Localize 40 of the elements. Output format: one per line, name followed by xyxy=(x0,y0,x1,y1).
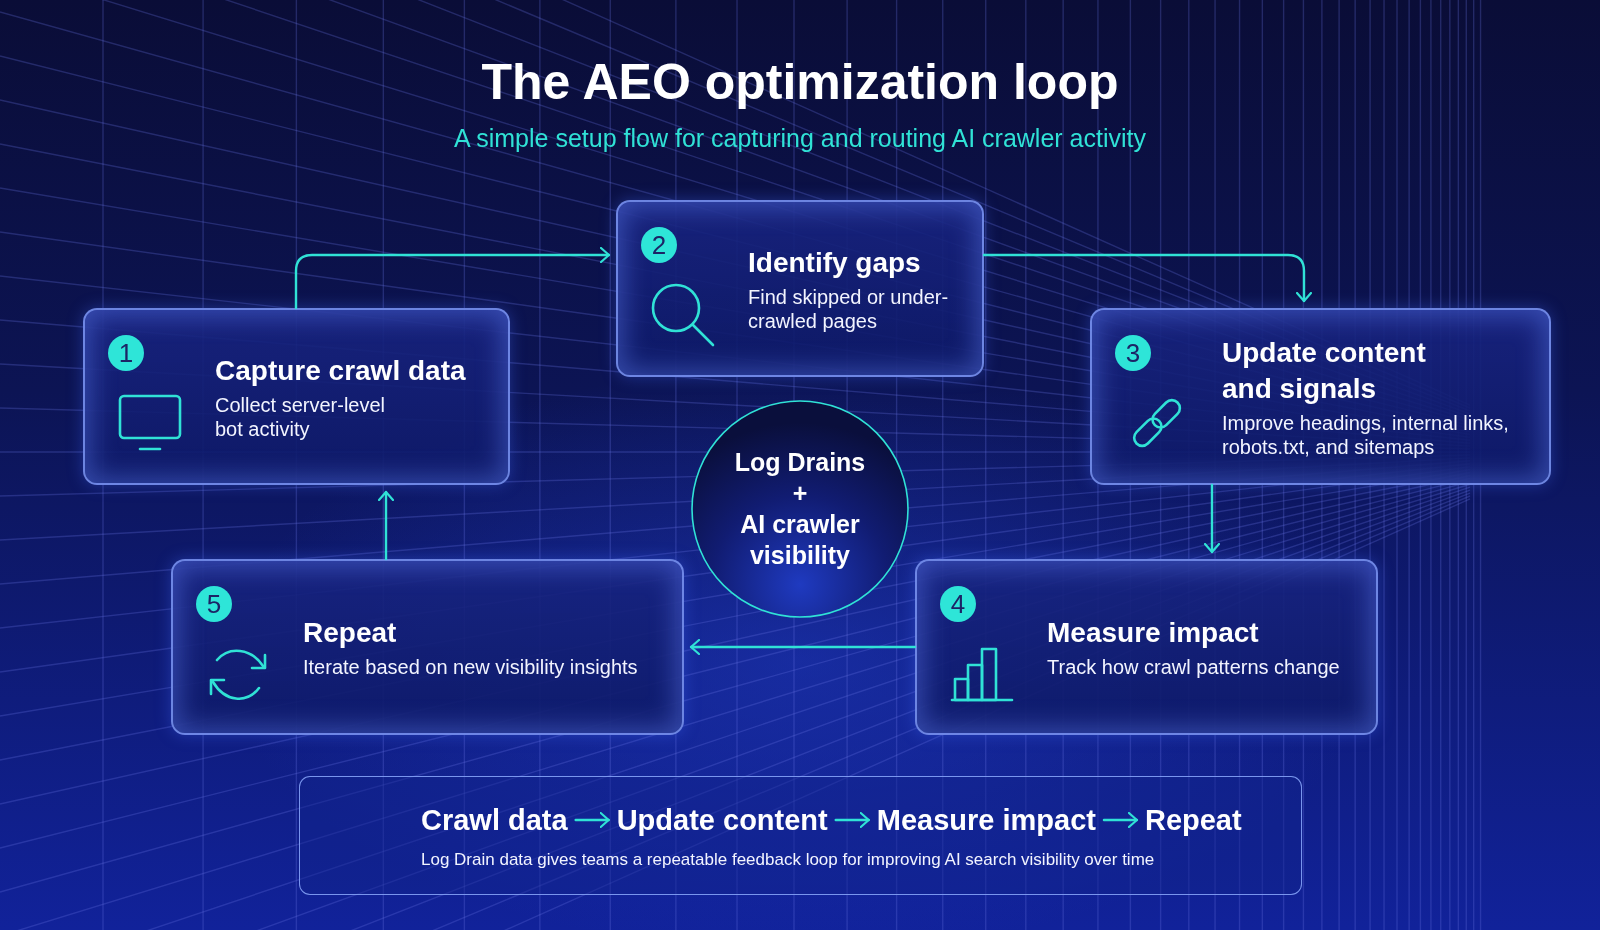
step-number: 2 xyxy=(641,227,677,263)
connector-arrow xyxy=(377,490,395,561)
connector-arrow xyxy=(294,246,611,310)
connector-arrow xyxy=(834,811,870,829)
step-description: Improve headings, internal links, robots.txt, and sitemaps xyxy=(1222,410,1510,459)
flow-step: Measure impact xyxy=(876,802,1096,838)
step-title: Repeat xyxy=(303,616,397,650)
summary-text: Log Drain data gives teams a repeatable feedback loop for improving AI search visibility over time xyxy=(421,849,1155,871)
connector-arrow xyxy=(574,811,610,829)
step-title: Capture crawl data xyxy=(215,353,466,388)
step-card xyxy=(915,559,1378,735)
page-subtitle: A simple setup flow for capturing and routing AI crawler activity xyxy=(454,123,1146,154)
hub-title: Log Drains xyxy=(734,447,866,478)
step-card xyxy=(616,200,984,377)
connector-arrow xyxy=(1102,811,1139,829)
step-number: 1 xyxy=(108,335,144,371)
connector-arrow xyxy=(689,638,917,656)
flow-step: Repeat xyxy=(1144,802,1242,838)
step-number: 4 xyxy=(940,586,976,622)
step-title: Identify gaps xyxy=(748,245,921,280)
step-card xyxy=(1090,308,1551,485)
step-description: Track how crawl patterns change xyxy=(1047,655,1340,679)
step-description: Find skipped or under-crawled pages xyxy=(748,284,950,333)
hub-title: AI crawler visibility xyxy=(739,509,861,571)
connector-arrow xyxy=(982,253,1313,303)
page-title: The AEO optimization loop xyxy=(481,53,1119,111)
summary-panel xyxy=(299,776,1302,895)
hub-circle xyxy=(691,400,909,618)
step-title: Update content and signals xyxy=(1222,335,1427,406)
step-title: Measure impact xyxy=(1047,616,1259,650)
flow-step: Crawl data xyxy=(421,802,568,838)
flow-step: Update content xyxy=(616,802,828,838)
step-card xyxy=(83,308,510,485)
connector-arrow xyxy=(1203,483,1221,554)
step-number: 5 xyxy=(196,586,232,622)
step-card xyxy=(171,559,684,735)
step-description: Iterate based on new visibility insights xyxy=(303,655,638,679)
step-number: 3 xyxy=(1115,335,1151,371)
plus-sign: + xyxy=(792,478,808,509)
step-description: Collect server-level bot activity xyxy=(215,392,387,441)
